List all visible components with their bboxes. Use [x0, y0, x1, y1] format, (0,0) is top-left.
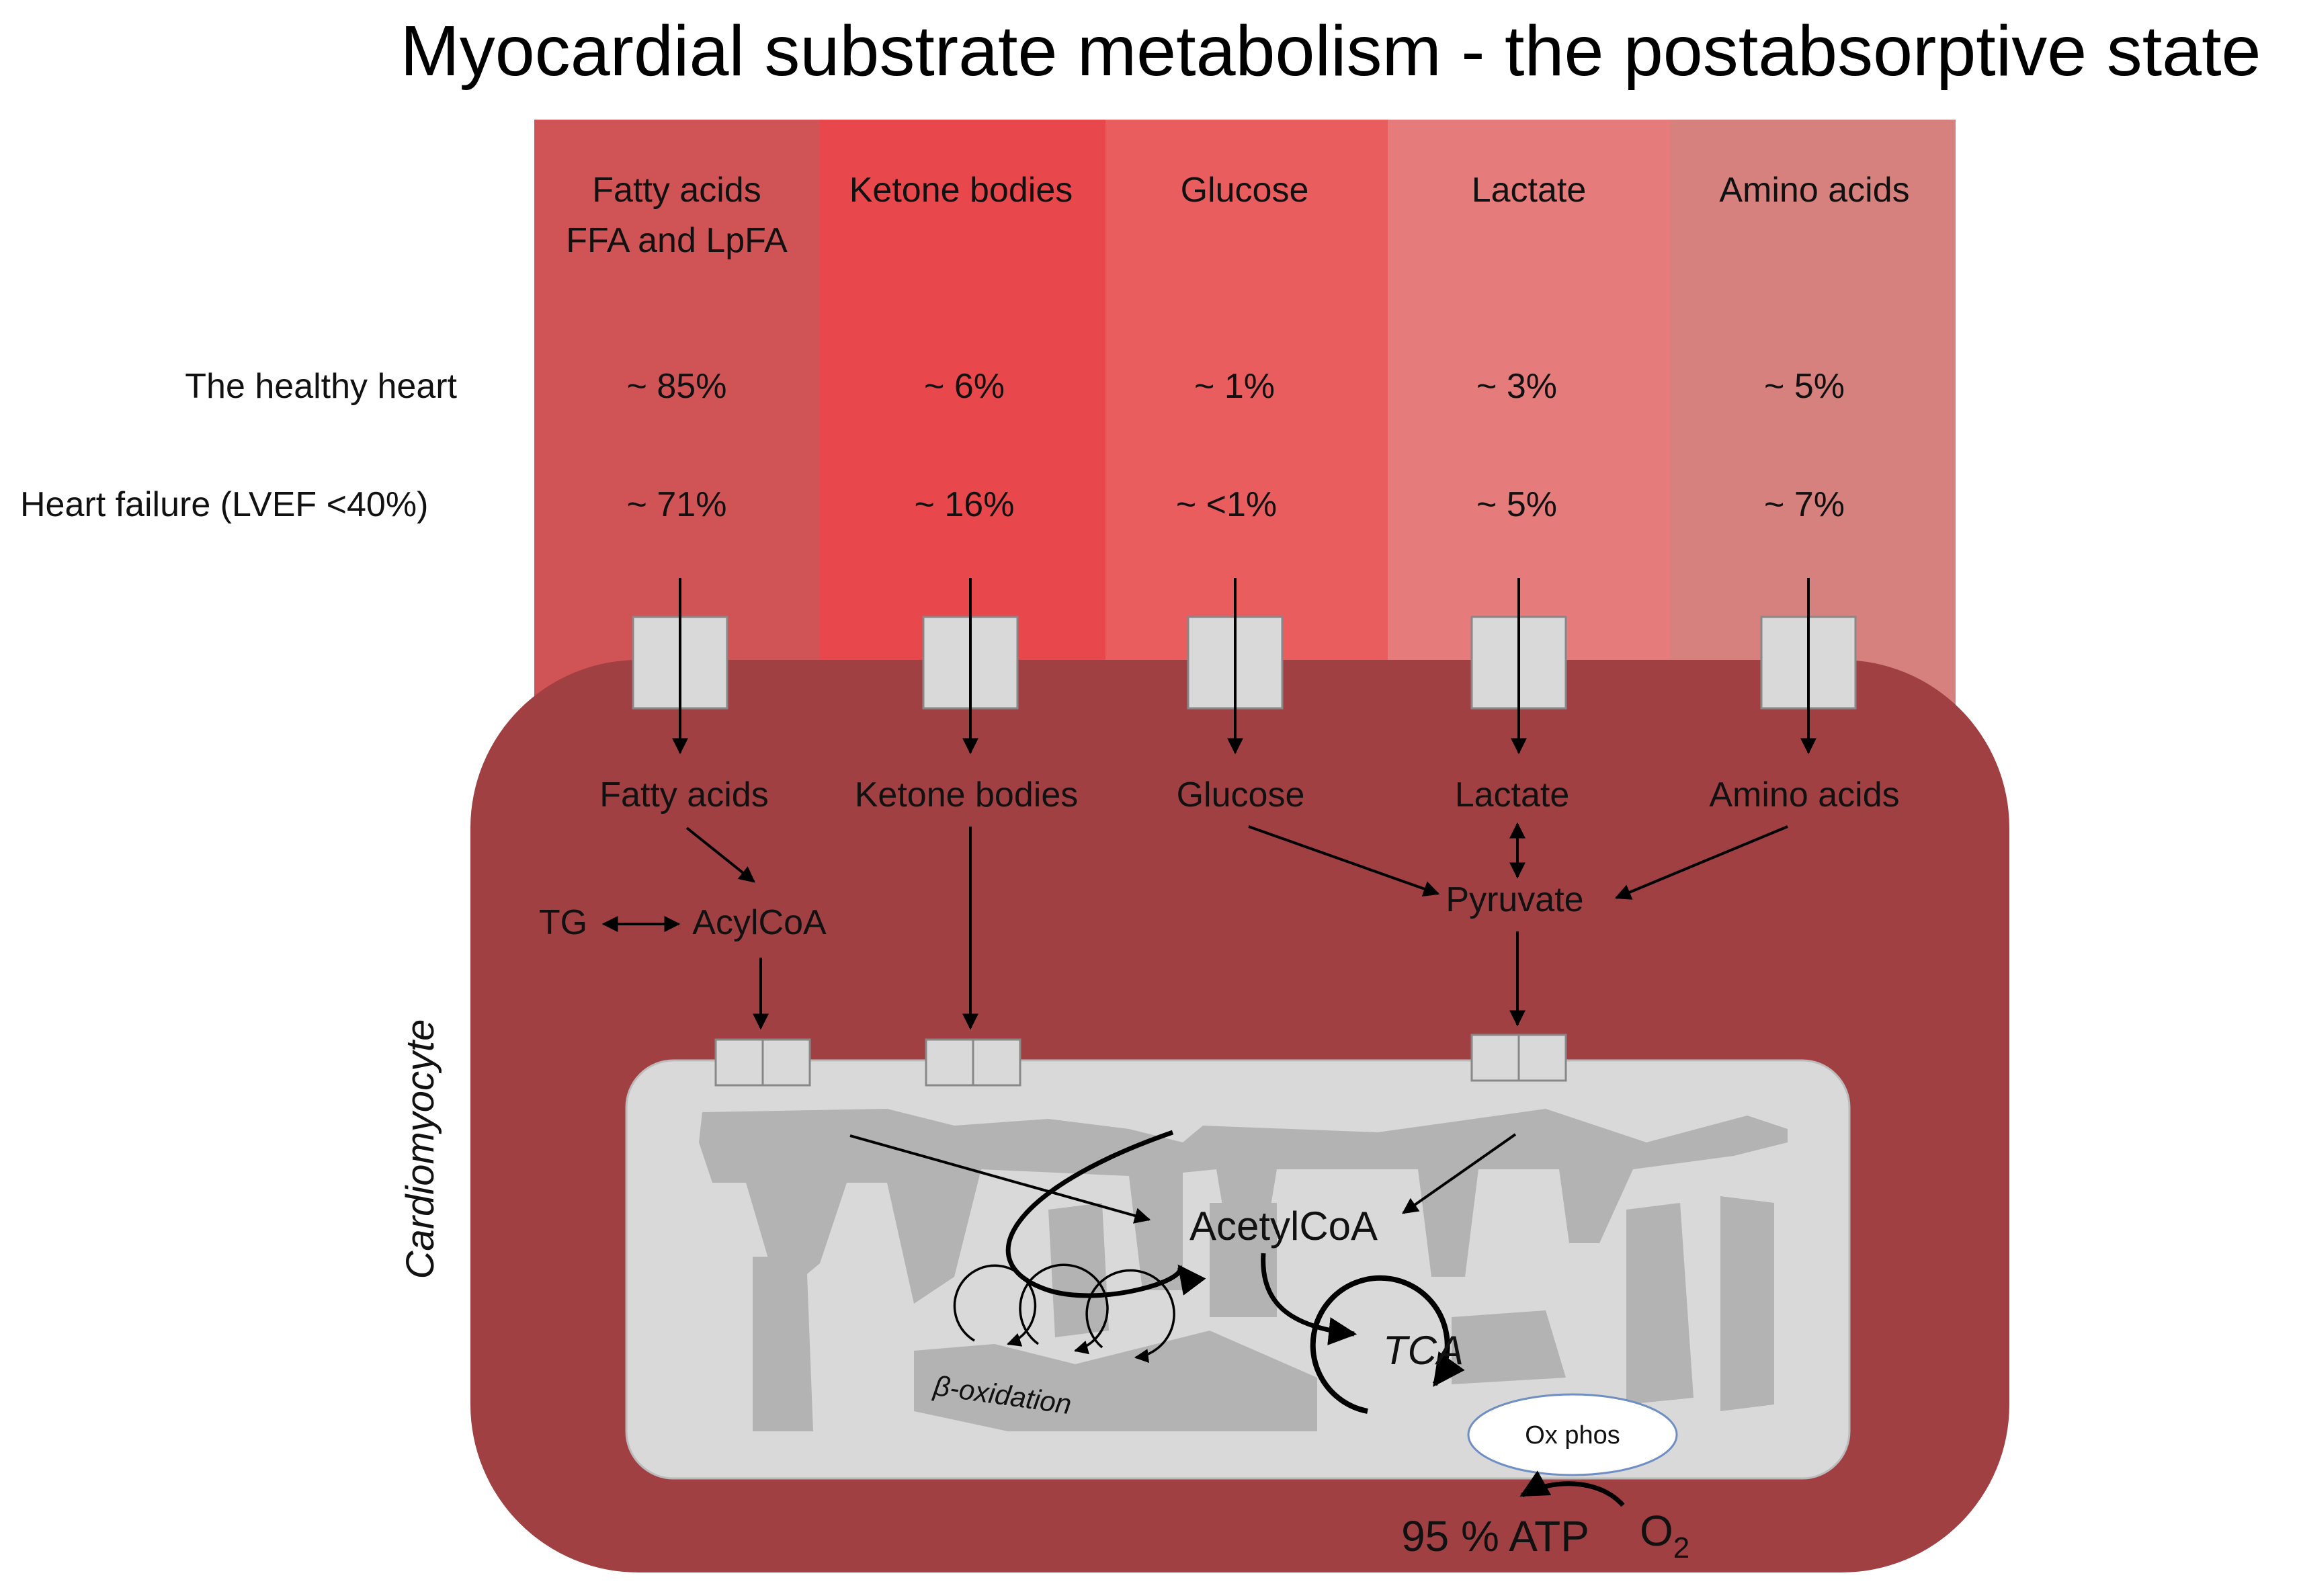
failure-value-glucose: ~ <1% — [1176, 485, 1277, 524]
substrate-name-glucose: Glucose — [1181, 171, 1309, 210]
substrate-name-fatty-acids: Fatty acids — [592, 171, 761, 210]
beta-oxidation-spirals — [953, 1263, 1175, 1363]
page-title: Myocardial substrate metabolism - the po… — [400, 11, 2261, 91]
tca-cycle — [1310, 1275, 1465, 1414]
failure-value-ketone-bodies: ~ 16% — [915, 485, 1015, 524]
substrate-name-ketone-bodies: Ketone bodies — [849, 171, 1073, 210]
cytosolic-arrows — [601, 822, 1788, 1030]
oxphos-label: Ox phos — [1525, 1421, 1620, 1450]
intracellular-glucose: Glucose — [1177, 775, 1305, 814]
healthy-value-glucose: ~ 1% — [1194, 367, 1275, 406]
atp-label: 95 % ATP — [1401, 1512, 1589, 1560]
intracellular-lactate: Lactate — [1455, 775, 1570, 814]
acetylcoa-label: AcetylCoA — [1189, 1204, 1378, 1249]
tca-label: TCA — [1383, 1328, 1464, 1373]
healthy-value-amino-acids: ~ 5% — [1764, 367, 1845, 406]
mito-transporters — [714, 1034, 1567, 1087]
cell-label: Cardiomyocyte — [399, 1019, 442, 1279]
o2-label: O2 — [1640, 1507, 1689, 1564]
oxphos-complex — [1467, 1393, 1678, 1476]
intracellular-ketone-bodies: Ketone bodies — [855, 775, 1079, 814]
o2-main: O — [1640, 1507, 1673, 1555]
pyruvate-label: Pyruvate — [1446, 880, 1583, 919]
healthy-value-fatty-acids: ~ 85% — [627, 367, 727, 406]
healthy-value-ketone-bodies: ~ 6% — [924, 367, 1005, 406]
intracellular-fatty-acids: Fatty acids — [599, 775, 768, 814]
mito-cristae — [699, 1109, 1788, 1431]
failure-value-amino-acids: ~ 7% — [1764, 485, 1845, 524]
tg-label: TG — [539, 903, 587, 942]
uptake-arrows — [672, 578, 1816, 755]
row-label-failure: Heart failure (LVEF <40%) — [20, 485, 428, 524]
o2-subscript: 2 — [1673, 1531, 1689, 1564]
substrate-name-amino-acids: Amino acids — [1719, 171, 1909, 210]
row-label-healthy: The healthy heart — [185, 367, 457, 406]
substrate-subname-fatty-acids: FFA and LpFA — [566, 221, 788, 260]
healthy-value-lactate: ~ 3% — [1476, 367, 1557, 406]
substrate-name-lactate: Lactate — [1472, 171, 1587, 210]
acylcoa-label: AcylCoA — [692, 903, 827, 942]
intracellular-amino-acids: Amino acids — [1709, 775, 1899, 814]
failure-value-lactate: ~ 5% — [1476, 485, 1557, 524]
atp-arrow — [1519, 1470, 1625, 1507]
failure-value-fatty-acids: ~ 71% — [627, 485, 727, 524]
